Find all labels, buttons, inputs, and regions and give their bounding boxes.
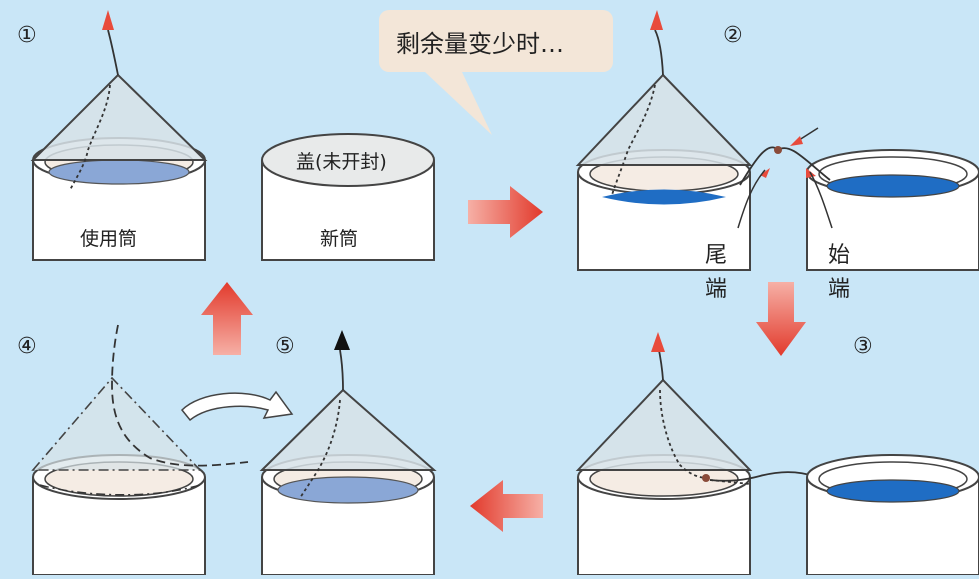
filter-cone-3 [575,332,841,491]
step-3-panel: ③ [575,332,979,576]
step-2-panel: ② 尾 端 始 端 [575,10,979,302]
start-end-label-2: 端 [828,277,850,302]
step-1-panel: ① 使用筒 盖(未开封) 新筒 [17,10,435,261]
filter-cone-5 [259,330,437,499]
tail-end-label-1: 尾 [705,243,727,268]
new-can-3 [806,454,979,576]
start-end-label-1: 始 [828,243,850,268]
new-can [261,133,435,261]
step-3-number: ③ [853,334,873,359]
filter-cone [30,10,208,191]
arrow-left [470,480,543,532]
in-use-can-label: 使用筒 [80,228,137,250]
step-1-number: ① [17,23,37,48]
knot-dot [774,146,782,154]
filter-cone-2 [575,10,753,196]
new-can-2 [806,149,979,271]
can-5 [261,454,435,576]
lifted-cone [31,324,249,496]
step-4-panel: ④ [17,324,294,576]
arrow-up [201,282,253,355]
lid-unopened-label: 盖(未开封) [296,151,387,173]
move-arrow [180,390,294,422]
step-5-number: ⑤ [275,334,295,359]
can-4 [32,454,206,576]
new-can-label: 新筒 [320,228,358,250]
speech-bubble: 剩余量变少时… [379,10,613,135]
arrow-right [468,186,543,238]
arrow-down [756,282,806,356]
tail-end-label-2: 端 [705,277,727,302]
step-4-number: ④ [17,334,37,359]
step-2-number: ② [723,23,743,48]
step-5-panel: ⑤ [259,330,437,576]
bubble-text: 剩余量变少时… [396,30,564,58]
old-can-3 [577,454,751,576]
